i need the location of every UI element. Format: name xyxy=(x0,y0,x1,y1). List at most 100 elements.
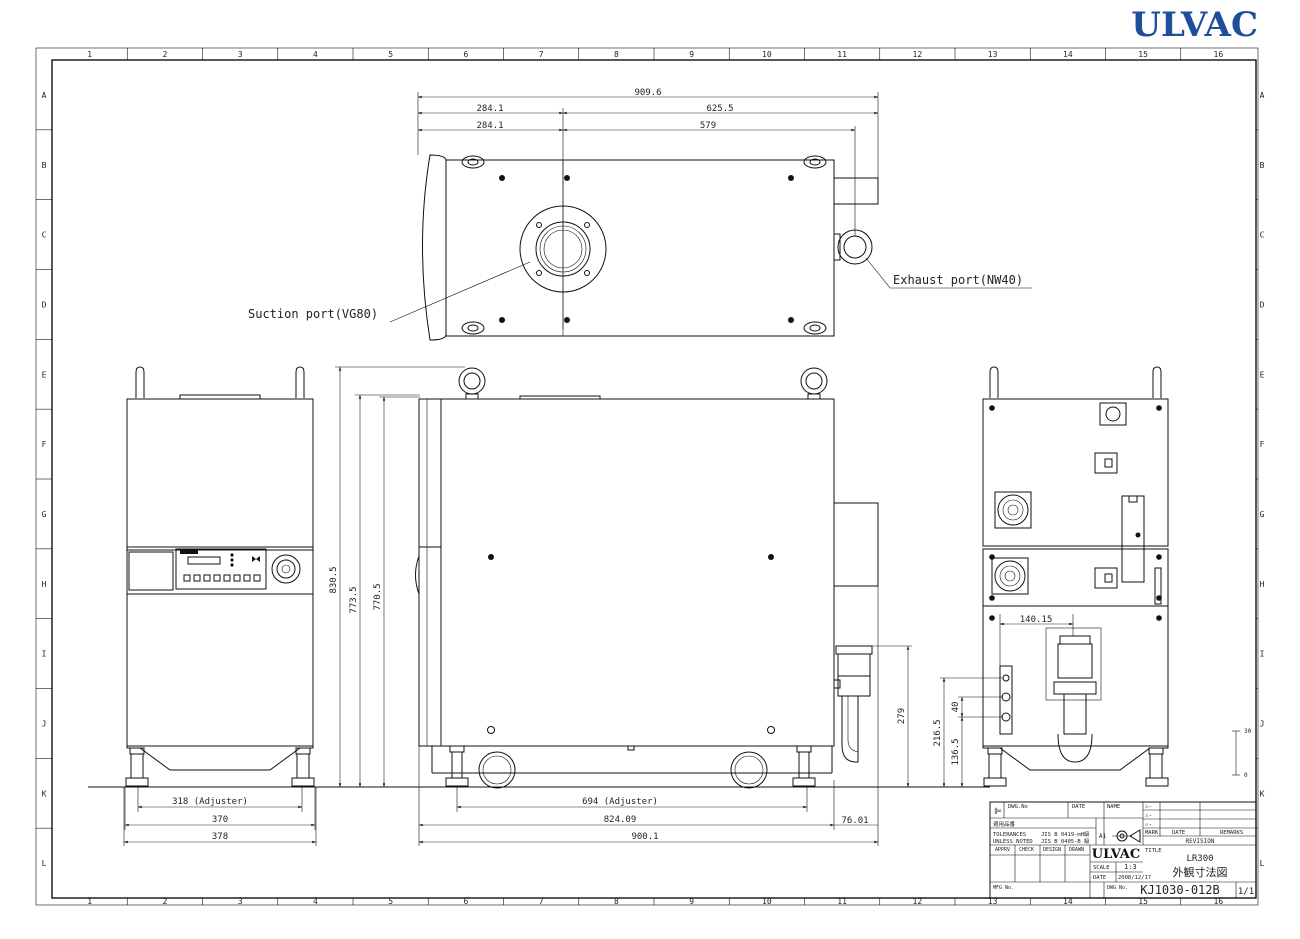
zone-col-bottom-4: 4 xyxy=(313,897,318,906)
tb-applied-label: 適用品番 xyxy=(993,820,1016,828)
zone-col-top-3: 3 xyxy=(238,50,243,59)
tb-title-text: 外観寸法図 xyxy=(1173,865,1228,879)
top-view: 909.6 284.1 625.5 284.1 579 xyxy=(248,88,1032,341)
zone-col-bottom-1: 1 xyxy=(87,897,92,906)
zone-col-bottom-7: 7 xyxy=(539,897,544,906)
zone-col-top-11: 11 xyxy=(837,50,847,59)
zone-col-top-9: 9 xyxy=(689,50,694,59)
tb-mfg-label: MFG No. xyxy=(993,885,1014,891)
zone-col-top-14: 14 xyxy=(1063,50,1073,59)
side-view: 830.5 773.5 770.5 xyxy=(329,366,912,846)
tb-sheet: 1/1 xyxy=(1238,887,1254,897)
tb-dwg-label: DWG No. xyxy=(1107,885,1128,891)
tb-date-label: DATE xyxy=(1072,804,1085,810)
dim-140-15: 140.15 xyxy=(1020,615,1053,625)
zone-col-bottom-9: 9 xyxy=(689,897,694,906)
zone-col-top-8: 8 xyxy=(614,50,619,59)
tb-model: LR300 xyxy=(1186,854,1213,864)
tb-logo: ULVAC xyxy=(1092,847,1140,862)
zone-row-left-A: A xyxy=(42,91,47,100)
zone-col-bottom-16: 16 xyxy=(1214,897,1224,906)
tb-dwg-no-label: DWG.No xyxy=(1008,804,1028,810)
zone-row-left-G: G xyxy=(42,510,47,519)
zone-row-left-D: D xyxy=(42,300,47,309)
dim-625-5: 625.5 xyxy=(706,104,733,114)
zone-col-top-7: 7 xyxy=(539,50,544,59)
zone-row-left-E: E xyxy=(42,370,47,379)
title-block: ⊫ DWG.No DATE NAME ⚠- ⚠- ⚠- 適用品番 A1 TOLE… xyxy=(989,801,1257,899)
ulvac-logo: ULVAC xyxy=(1131,5,1258,45)
zone-row-right-F: F xyxy=(1260,440,1265,449)
zone-row-right-E: E xyxy=(1260,370,1265,379)
dim-76-01: 76.01 xyxy=(841,816,868,826)
zone-col-top-4: 4 xyxy=(313,50,318,59)
tb-mark-label: MARK xyxy=(1145,830,1159,836)
tb-revision-label: REVISION xyxy=(1186,838,1215,845)
zone-col-top-5: 5 xyxy=(388,50,393,59)
dim-284-1-b: 284.1 xyxy=(476,121,503,131)
zone-col-bottom-6: 6 xyxy=(463,897,468,906)
tb-rev-mark-2: ⚠- xyxy=(1145,812,1152,819)
tb-title-label: TITLE xyxy=(1145,848,1162,854)
tb-apprv: APPRV xyxy=(995,847,1010,853)
dim-900-1: 900.1 xyxy=(631,832,658,842)
zone-col-bottom-12: 12 xyxy=(913,897,923,906)
tb-jis-2: JIS B 0405-B 級 xyxy=(1041,837,1090,845)
zone-col-top-13: 13 xyxy=(988,50,998,59)
dim-370: 370 xyxy=(212,815,228,825)
tb-tol-1: TOLERANCES xyxy=(993,832,1026,838)
tb-rev-mark-3: ⚠- xyxy=(1145,821,1152,828)
outer-frame xyxy=(35,47,1259,906)
zone-row-left-B: B xyxy=(42,161,47,170)
zone-col-bottom-10: 10 xyxy=(762,897,772,906)
zone-col-top-2: 2 xyxy=(162,50,167,59)
tb-rev-date-label: DATE xyxy=(1172,830,1185,836)
zone-row-right-K: K xyxy=(1260,789,1265,798)
dim-830-5: 830.5 xyxy=(329,566,339,593)
zone-row-left-F: F xyxy=(42,440,47,449)
tb-jis-1: JIS B 0419-mH級 xyxy=(1041,830,1090,838)
tb-scale-value: 1:3 xyxy=(1124,863,1137,871)
dim-909-6: 909.6 xyxy=(634,88,661,98)
tb-scale-label: SCALE xyxy=(1093,865,1110,871)
tb-date-value: 2008/12/17 xyxy=(1118,875,1151,881)
zone-row-right-G: G xyxy=(1260,510,1265,519)
dim-579: 579 xyxy=(700,121,716,131)
zone-col-top-12: 12 xyxy=(913,50,923,59)
dim-824-09: 824.09 xyxy=(604,815,637,825)
zone-col-top-16: 16 xyxy=(1214,50,1224,59)
tb-remarks-label: REMARKS xyxy=(1220,830,1243,836)
zone-row-left-H: H xyxy=(42,580,47,589)
zone-markers: 1122334455667788991010111112121313141415… xyxy=(36,48,1265,906)
zone-row-left-K: K xyxy=(42,789,47,798)
tb-dwg-number: KJ1030-012B xyxy=(1140,883,1219,897)
zone-row-right-D: D xyxy=(1260,300,1265,309)
dim-694-adjuster: 694 (Adjuster) xyxy=(582,797,658,807)
zone-row-left-L: L xyxy=(42,859,47,868)
tb-drawn: DRAWN xyxy=(1069,847,1084,853)
rear-view: 140.15 40 216.5 136.5 30 0 xyxy=(933,366,1252,788)
exhaust-port-callout: Exhaust port(NW40) xyxy=(893,273,1023,287)
tb-rev-mark-1: ⚠- xyxy=(1145,803,1152,810)
zone-col-bottom-13: 13 xyxy=(988,897,998,906)
tb-check: CHECK xyxy=(1019,847,1034,853)
zone-col-bottom-5: 5 xyxy=(388,897,393,906)
zone-row-right-A: A xyxy=(1260,91,1265,100)
dim-773-5: 773.5 xyxy=(349,586,359,613)
zone-col-bottom-2: 2 xyxy=(162,897,167,906)
zone-row-right-I: I xyxy=(1260,650,1265,659)
zone-row-left-J: J xyxy=(42,719,47,728)
dim-378: 378 xyxy=(212,832,228,842)
zone-row-right-B: B xyxy=(1260,161,1265,170)
zone-col-top-1: 1 xyxy=(87,50,92,59)
zone-row-left-C: C xyxy=(42,231,47,240)
zone-col-top-6: 6 xyxy=(463,50,468,59)
dim-216-5: 216.5 xyxy=(933,719,943,746)
zone-row-right-J: J xyxy=(1260,719,1265,728)
zone-col-bottom-14: 14 xyxy=(1063,897,1073,906)
zone-col-top-15: 15 xyxy=(1138,50,1148,59)
dim-770-5: 770.5 xyxy=(373,583,383,610)
zone-row-right-L: L xyxy=(1260,859,1265,868)
zone-row-right-C: C xyxy=(1260,231,1265,240)
